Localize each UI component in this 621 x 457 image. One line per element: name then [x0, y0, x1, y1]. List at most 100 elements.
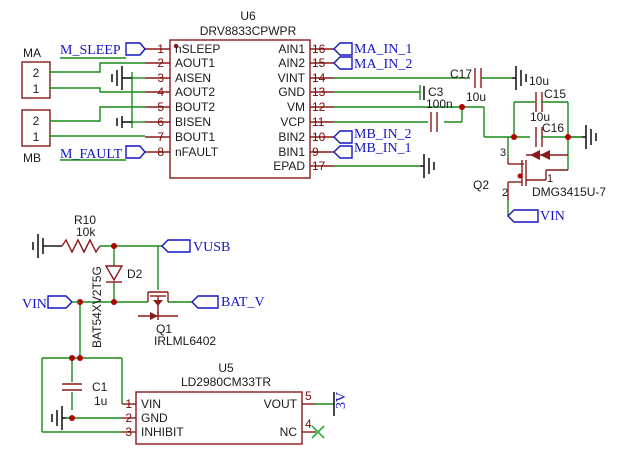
u5-left-pin-name: GND — [141, 411, 168, 425]
mosfet-q2[interactable]: 3 1 2 Q2 DMG3415U-7 — [473, 147, 606, 200]
u6-left-pin-name: nSLEEP — [175, 42, 220, 56]
junction-d2 — [111, 299, 117, 305]
u5-left-pin-num: 3 — [125, 425, 132, 439]
junction-vm — [459, 104, 465, 110]
u6-right-pin-num: 14 — [312, 71, 326, 85]
ground-symbol-r10 — [32, 234, 62, 258]
net-label-bat-v[interactable]: BAT_V — [191, 295, 265, 310]
net-label-m-fault[interactable]: M_FAULT — [60, 145, 146, 162]
u6-left-pin-num: 3 — [157, 71, 164, 85]
net-label-m-sleep[interactable]: M_SLEEP — [60, 42, 146, 59]
u6-left-pin-num: 4 — [157, 85, 164, 99]
net-label-ma-in-2-text: MA_IN_2 — [354, 57, 412, 72]
net-label-m-fault-text: M_FAULT — [60, 147, 123, 162]
c15-ref: C15 — [544, 87, 566, 101]
junction-c16 — [511, 134, 517, 140]
u6-right-pin-name: VINT — [278, 71, 306, 85]
capacitor-c15[interactable]: C15 10u — [514, 87, 568, 124]
q2-pin: 1 — [547, 173, 553, 185]
connector-mb[interactable]: 2 1 MB — [21, 109, 51, 165]
connector-mb-label: MB — [23, 151, 41, 165]
u6-left-pin-num: 6 — [157, 115, 164, 129]
u5-right-pin-name: NC — [280, 425, 298, 439]
u5-right-pin-num: 5 — [305, 389, 312, 403]
c17-value-extra: 10u — [529, 74, 549, 88]
u6-right-pin-name: BIN2 — [278, 130, 305, 144]
u6-right-pin-name: GND — [278, 85, 305, 99]
u5-ref: U5 — [218, 361, 234, 375]
u6-right-pin-name: AIN1 — [278, 42, 305, 56]
c3-value: 100n — [426, 97, 453, 111]
c15-value: 10u — [530, 110, 550, 124]
r10-value: 10k — [76, 225, 96, 239]
net-label-mb-in-1[interactable]: MB_IN_1 — [333, 141, 412, 159]
u5-left-pin-name: VIN — [141, 397, 161, 411]
net-label-ma-in-2[interactable]: MA_IN_2 — [333, 56, 412, 72]
net-label-vin-left-text: VIN — [22, 297, 47, 312]
c1-value: 1u — [94, 394, 107, 408]
junction-c1-top — [69, 355, 75, 361]
u6-right-pin-num: 9 — [312, 145, 319, 159]
net-label-mb-in-1-text: MB_IN_1 — [354, 141, 412, 156]
u6-right-pin-num: 12 — [312, 100, 326, 114]
u5-right-pin-name: VOUT — [264, 397, 298, 411]
connector-ma-pin: 1 — [33, 82, 40, 96]
net-label-vusb[interactable]: VUSB — [161, 239, 230, 255]
net-label-vin-left[interactable]: VIN — [22, 295, 80, 312]
r10-ref: R10 — [74, 213, 96, 227]
u6-pin1-marker — [173, 43, 179, 49]
ground-symbol-epad — [420, 154, 435, 178]
u6-right-pin-num: 16 — [312, 42, 326, 56]
u6-left-pin-num: 2 — [157, 56, 164, 70]
capacitor-c3[interactable]: C3 100n — [426, 85, 453, 132]
junction-vusb — [111, 243, 117, 249]
u5-left-pin-num: 2 — [125, 411, 132, 425]
u6-body — [169, 39, 311, 179]
q2-part: DMG3415U-7 — [532, 185, 606, 199]
d2-ref: D2 — [127, 267, 143, 281]
connector-ma-body — [21, 61, 51, 99]
net-label-3v-out[interactable]: 3V — [316, 392, 349, 416]
diode-d2[interactable]: D2 BAT54XV2T5G — [90, 265, 143, 348]
q1-part: IRLML6402 — [154, 334, 216, 348]
u6-ref: U6 — [240, 9, 256, 23]
u6-left-pin-name: BOUT1 — [175, 130, 215, 144]
power-wires — [334, 77, 530, 167]
net-label-vin-top[interactable]: VIN — [507, 209, 565, 224]
resistor-r10[interactable]: R10 10k — [61, 213, 101, 254]
d2-part: BAT54XV2T5G — [90, 266, 104, 348]
connector-mb-body — [21, 109, 51, 147]
net-label-ma-in-1[interactable]: MA_IN_1 — [333, 42, 412, 57]
capacitor-c1[interactable]: C1 1u — [62, 380, 108, 408]
u5-left-pin-num: 1 — [125, 397, 132, 411]
u6-driver-ic[interactable]: U6 DRV8833CPWPR 1 2 3 4 5 6 7 8 nSLEEP A… — [145, 9, 334, 179]
c1-ref: C1 — [92, 380, 108, 394]
u6-right-pin-name: VCP — [280, 115, 305, 129]
q2-ref: Q2 — [473, 178, 489, 192]
u6-right-pin-num: 17 — [312, 159, 326, 173]
junction-u5-vin — [77, 355, 83, 361]
net-label-ma-in-1-text: MA_IN_1 — [354, 42, 412, 57]
capacitor-c16[interactable]: C16 — [535, 121, 582, 147]
q2-pin: 3 — [500, 147, 506, 159]
junction-c16-right — [565, 134, 571, 140]
net-label-3v-text: 3V — [334, 392, 349, 409]
net-label-mb-in-2[interactable]: MB_IN_2 — [333, 127, 412, 144]
net-label-vin-top-text: VIN — [540, 209, 565, 224]
u6-right-pin-name: BIN1 — [278, 145, 305, 159]
u6-right-pin-name: AIN2 — [278, 56, 305, 70]
u6-left-pin-num: 7 — [157, 130, 164, 144]
u6-right-pin-num: 13 — [312, 85, 326, 99]
u6-left-pin-name: nFAULT — [175, 145, 219, 159]
u5-right-pin-num: 4 — [305, 417, 312, 431]
c3-ref: C3 — [428, 85, 444, 99]
u6-left-pin-num: 5 — [157, 100, 164, 114]
capacitor-c17[interactable]: C17 10u — [450, 67, 512, 104]
q2-pin: 2 — [502, 187, 508, 199]
mosfet-q1[interactable]: Q1 IRLML6402 — [138, 291, 216, 348]
c17-ref: C17 — [450, 67, 472, 81]
u5-ldo-ic[interactable]: U5 LD2980CM33TR 1 2 3 VIN GND INHIBIT 5 … — [122, 361, 316, 445]
connector-mb-pin: 2 — [33, 114, 40, 128]
ground-symbol-isen — [111, 66, 132, 128]
connector-ma[interactable]: MA 2 1 — [21, 46, 51, 99]
